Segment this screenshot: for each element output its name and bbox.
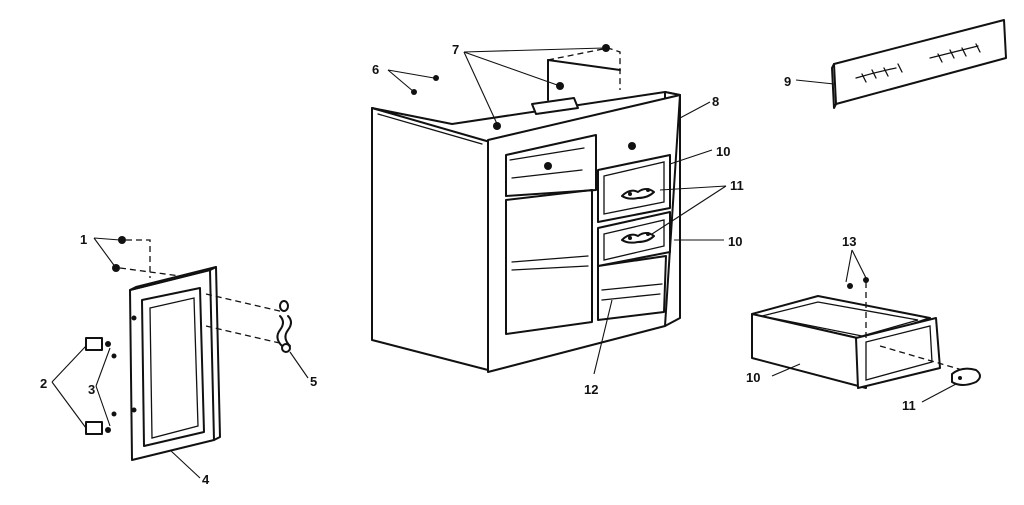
door-knob-icon — [276, 300, 292, 353]
callout-9: 9 — [784, 74, 791, 89]
door-panel — [129, 266, 221, 461]
pull-handle-icon — [951, 367, 981, 386]
callout-4: 4 — [202, 472, 210, 487]
screw-icon — [111, 236, 126, 417]
callout-13: 13 — [842, 234, 856, 249]
callout-11-cabinet-pulls: 11 — [730, 178, 744, 193]
drawer-pull-icon — [621, 188, 655, 244]
drawer-screws-icon — [847, 277, 869, 289]
callout-11-loose-pull: 11 — [902, 398, 916, 413]
top-screws-icon — [411, 44, 610, 95]
callout-2: 2 — [40, 376, 47, 391]
callout-6: 6 — [372, 62, 379, 77]
callout-8: 8 — [712, 94, 719, 109]
callout-10-bottom-drawer: 10 — [728, 234, 742, 249]
callout-5: 5 — [310, 374, 317, 389]
callout-10-top-drawer: 10 — [716, 144, 730, 159]
leader-lines — [51, 47, 957, 479]
callout-7: 7 — [452, 42, 459, 57]
loose-drawer — [751, 295, 941, 389]
callout-1: 1 — [80, 232, 87, 247]
callout-3: 3 — [88, 382, 95, 397]
hinge-icon — [85, 337, 111, 435]
cabinet-drawer-bottom — [597, 211, 671, 267]
callout-12: 12 — [584, 382, 598, 397]
cabinet-drawer-top — [597, 154, 671, 223]
decorative-panel — [831, 19, 1007, 109]
callout-10-loose-drawer: 10 — [746, 370, 760, 385]
